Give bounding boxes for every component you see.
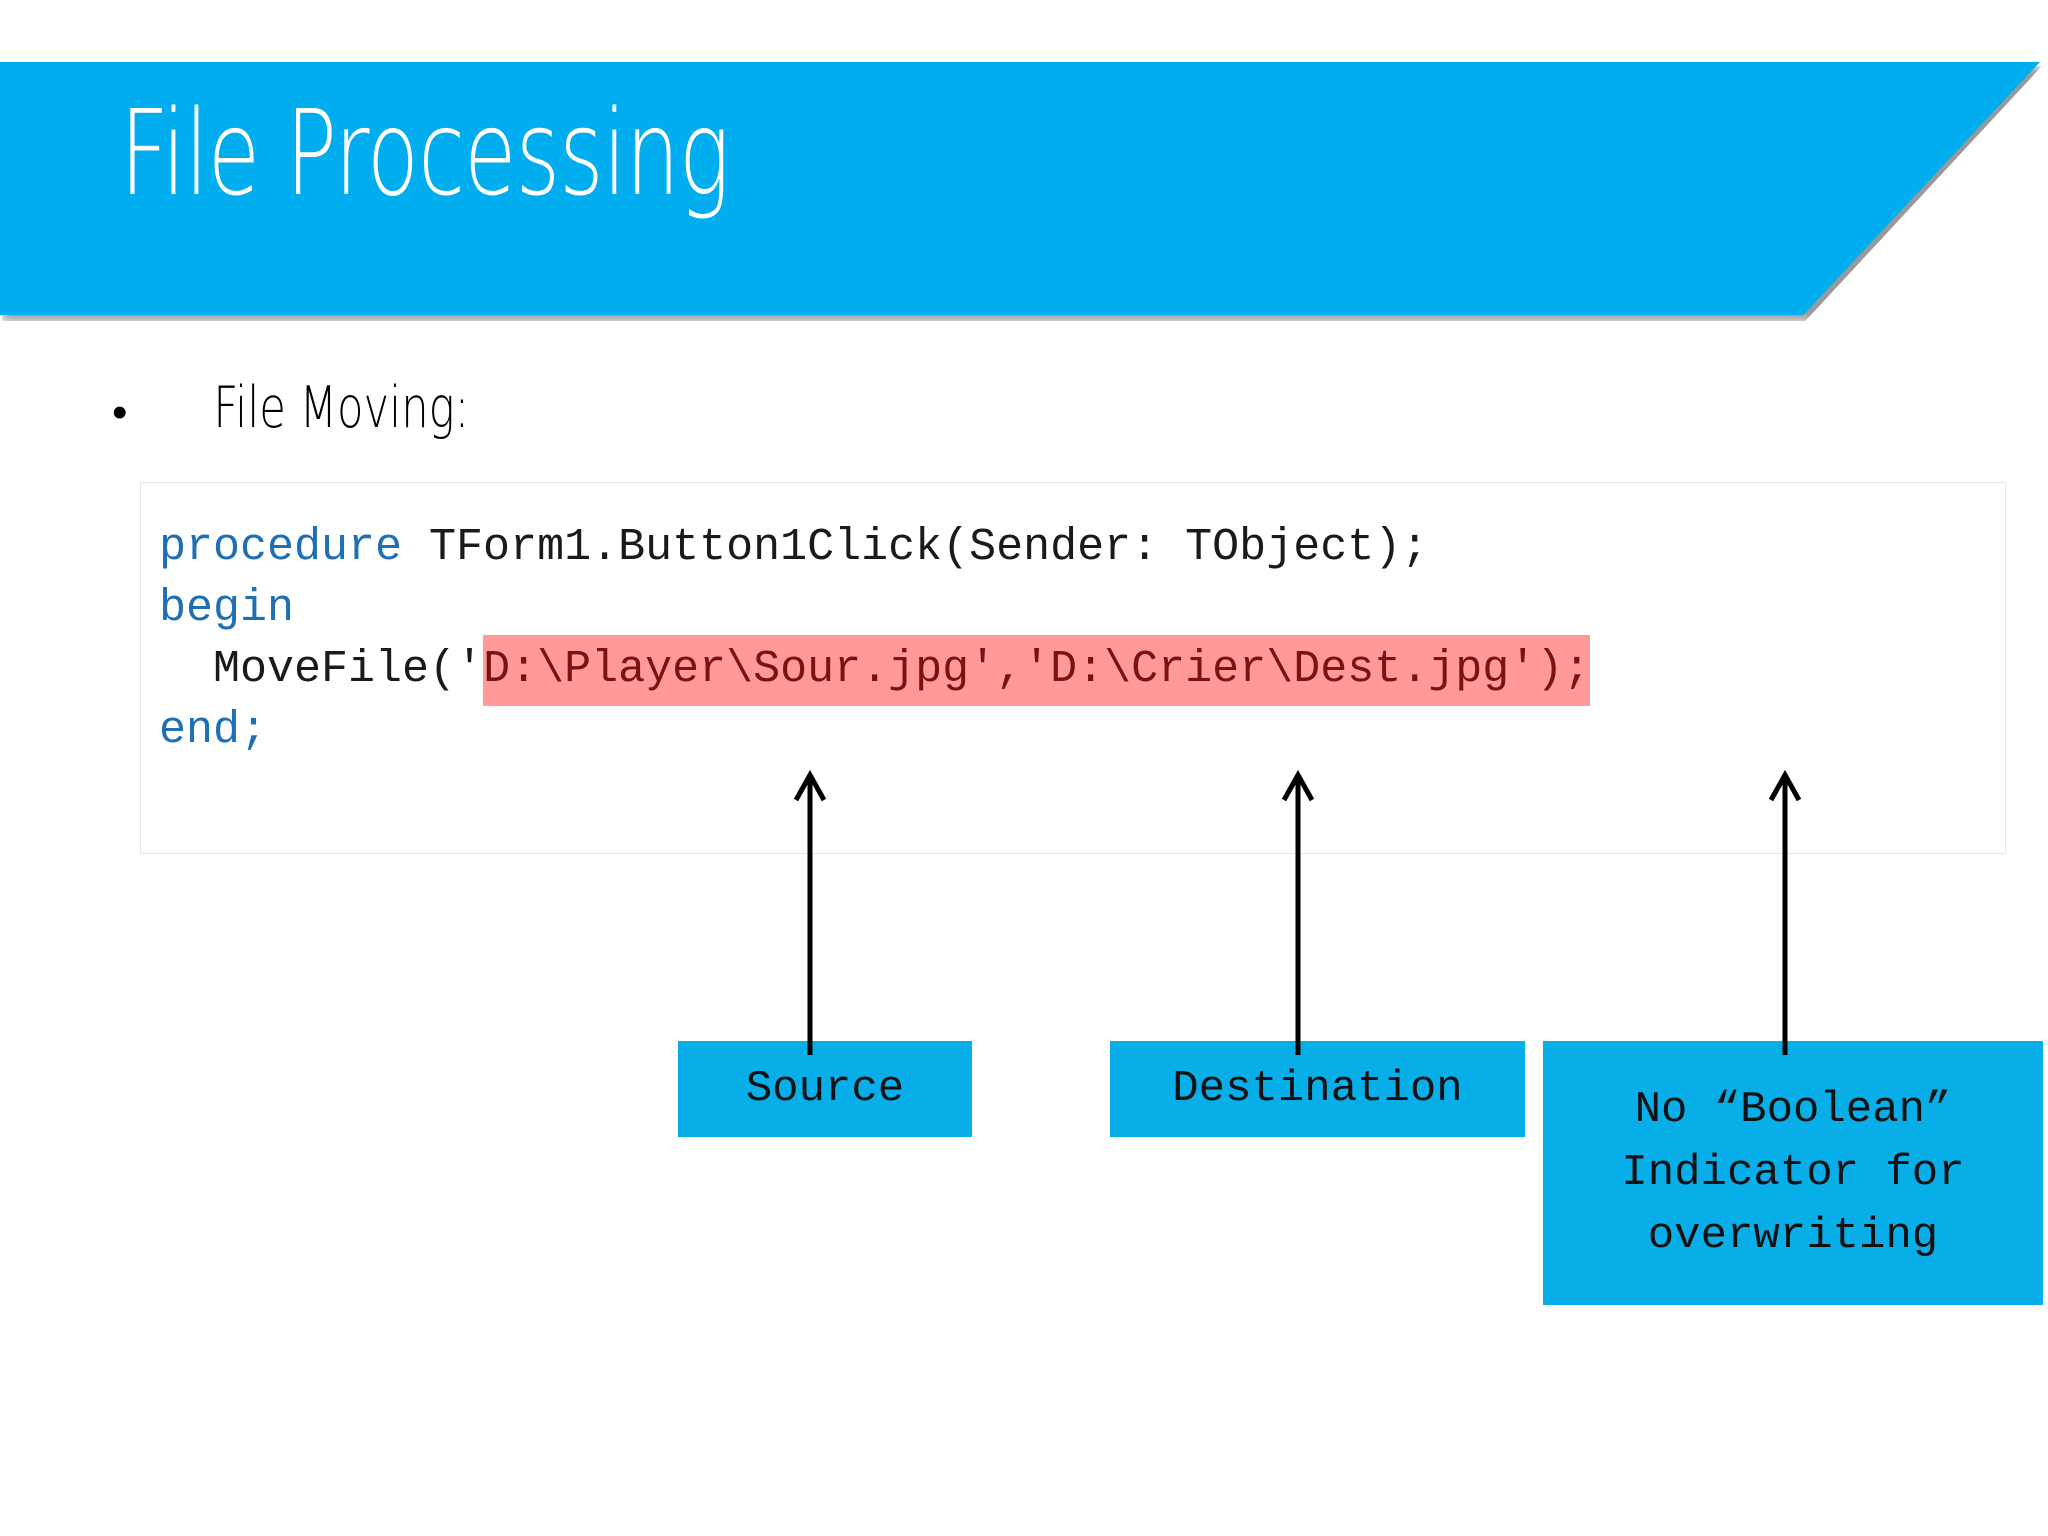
arrow-to-destination <box>1278 770 1318 1055</box>
callout-destination-label: Destination <box>1172 1063 1463 1114</box>
code-keyword-end: end; <box>159 705 268 756</box>
callout-boolean-line-2: Indicator for <box>1621 1147 1965 1198</box>
title-banner <box>0 62 2040 315</box>
code-block: procedure TForm1.Button1Click(Sender: TO… <box>140 482 2006 854</box>
code-highlight-source-path: D:\Player\Sour.jpg', <box>483 635 1024 706</box>
code-line3-prefix: MoveFile(' <box>159 644 484 695</box>
code-line1-rest: TForm1.Button1Click(Sender: TObject); <box>402 522 1429 573</box>
code-highlight-destination-path: 'D:\Crier\Dest.jpg') <box>1023 635 1564 706</box>
callout-boolean-line-3: overwriting <box>1647 1210 1939 1261</box>
bullet-label: File Moving: <box>213 375 470 441</box>
callout-destination: Destination <box>1110 1041 1525 1137</box>
callout-boolean-line-1: No “Boolean” <box>1634 1084 1952 1135</box>
callout-boolean-note: No “Boolean” Indicator for overwriting <box>1543 1041 2043 1305</box>
callout-source-label: Source <box>745 1063 905 1114</box>
arrow-to-source <box>790 770 830 1055</box>
page-title: File Processing <box>120 84 730 222</box>
bullet-dot-icon: • <box>112 388 128 437</box>
bullet-item-file-moving: • File Moving: <box>112 380 510 437</box>
callout-boolean-text: No “Boolean” Indicator for overwriting <box>1613 1079 1972 1268</box>
code-highlight-semicolon: ; <box>1563 635 1591 706</box>
callout-source: Source <box>678 1041 972 1137</box>
code-keyword-begin: begin <box>159 583 295 634</box>
arrow-to-boolean-note <box>1765 770 1805 1055</box>
code-listing: procedure TForm1.Button1Click(Sender: TO… <box>159 517 1591 761</box>
code-keyword-procedure: procedure <box>159 522 403 573</box>
